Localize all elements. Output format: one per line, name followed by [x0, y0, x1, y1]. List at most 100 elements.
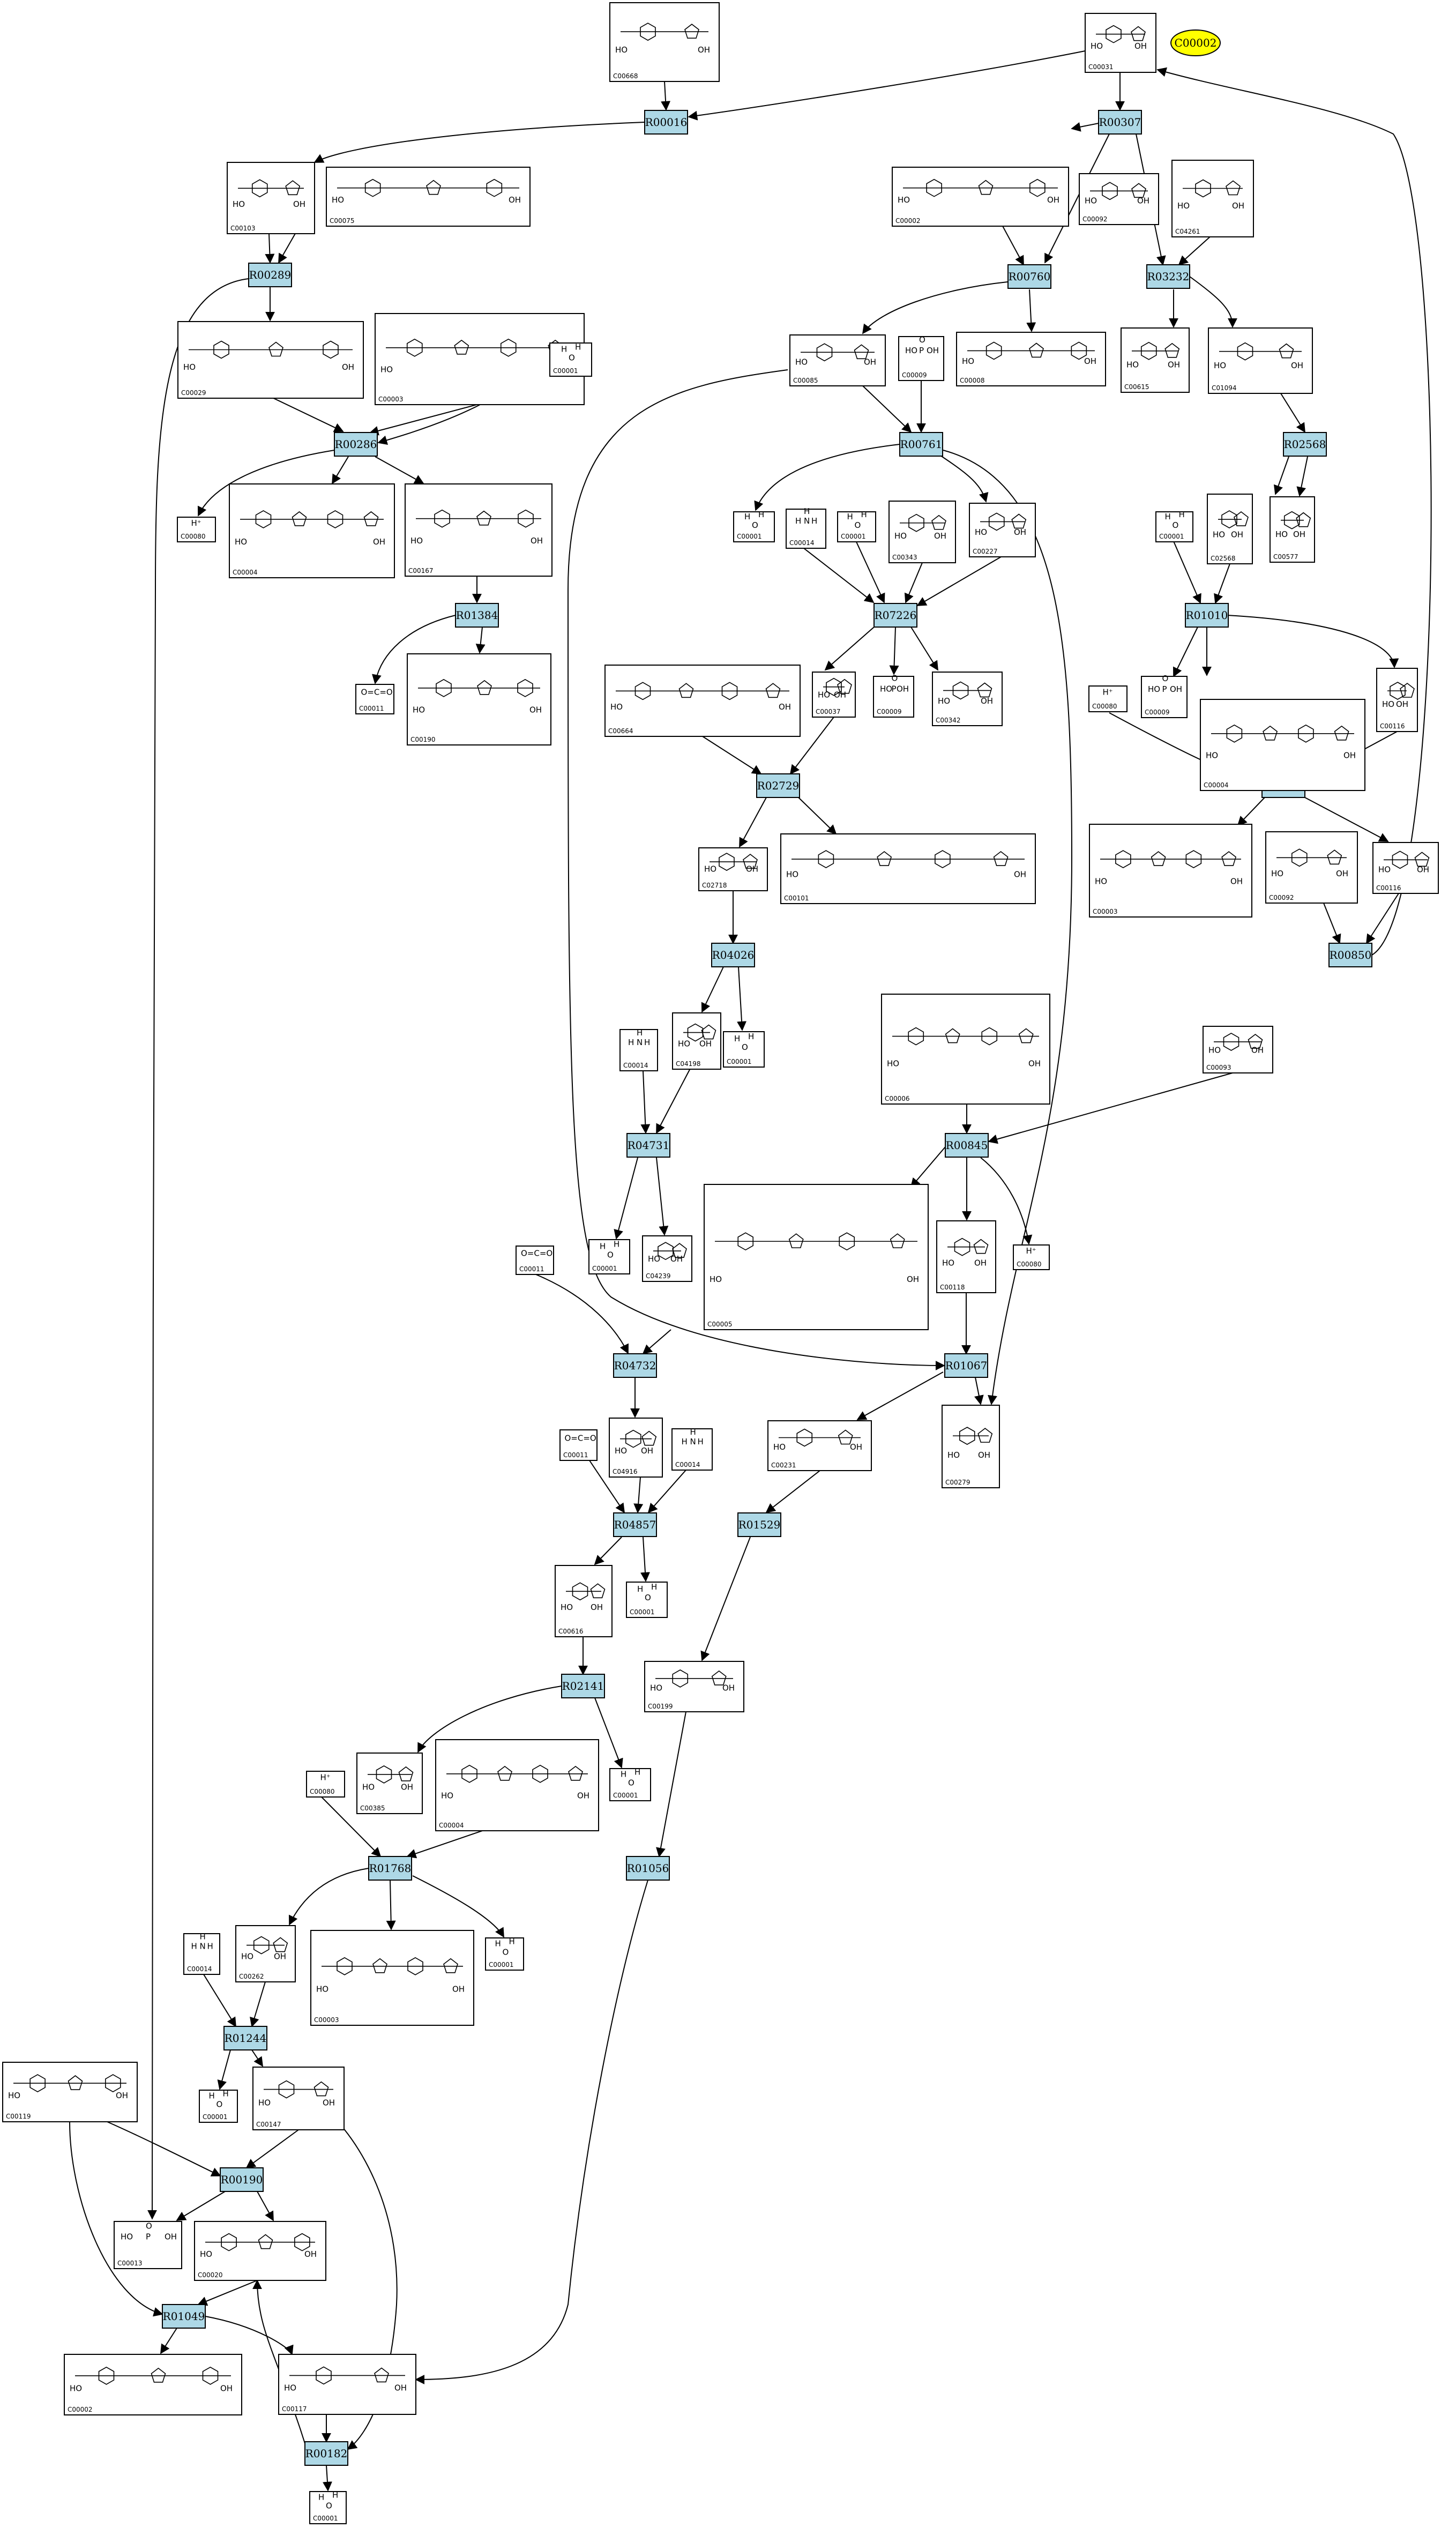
- compound-box[interactable]: [309, 2491, 347, 2524]
- compound-box[interactable]: [932, 672, 1003, 726]
- compound-box[interactable]: [1155, 511, 1193, 542]
- reaction-box[interactable]: [945, 1133, 989, 1158]
- compound-box[interactable]: [199, 2090, 238, 2123]
- compound-box[interactable]: [789, 334, 886, 386]
- compound-box[interactable]: [549, 342, 592, 377]
- compound-box[interactable]: [1088, 685, 1128, 712]
- compound-box[interactable]: [588, 1239, 630, 1274]
- reaction-node[interactable]: R02141: [561, 1674, 605, 1698]
- compound-box[interactable]: [559, 1429, 598, 1461]
- reaction-box[interactable]: [304, 2441, 348, 2466]
- reaction-node[interactable]: R01056: [626, 1856, 670, 1881]
- compound-box[interactable]: [733, 511, 775, 542]
- compound-box[interactable]: [956, 332, 1106, 386]
- compound-node[interactable]: H⁺C00080: [306, 1771, 345, 1798]
- compound-box[interactable]: [1121, 327, 1190, 393]
- reaction-node[interactable]: R04026: [711, 943, 755, 967]
- compound-box[interactable]: [407, 653, 551, 745]
- reaction-node[interactable]: R00182: [304, 2441, 348, 2466]
- reaction-node[interactable]: R03232: [1146, 264, 1190, 289]
- reaction-node[interactable]: R00190: [220, 2167, 264, 2192]
- reaction-node[interactable]: R04732: [613, 1353, 657, 1378]
- reaction-node[interactable]: R02568: [1283, 432, 1327, 457]
- compound-box[interactable]: [227, 162, 315, 234]
- compound-box[interactable]: [485, 1937, 524, 1971]
- compound-box[interactable]: [177, 321, 364, 399]
- compound-box[interactable]: [1085, 13, 1156, 73]
- reaction-node[interactable]: R00286: [334, 432, 378, 457]
- compound-box[interactable]: [1270, 496, 1315, 563]
- reaction-box[interactable]: [944, 1353, 988, 1378]
- compound-box[interactable]: [888, 501, 956, 563]
- reaction-node[interactable]: R04857: [613, 1512, 657, 1537]
- compound-box[interactable]: [516, 1246, 554, 1275]
- compound-box[interactable]: [310, 1930, 474, 2026]
- reaction-node[interactable]: R07226: [873, 603, 917, 628]
- compound-box[interactable]: [229, 483, 395, 578]
- compound-box[interactable]: [326, 167, 531, 227]
- reaction-node[interactable]: R00289: [248, 263, 292, 287]
- reaction-box[interactable]: [1283, 432, 1327, 457]
- reaction-node[interactable]: R00760: [1007, 264, 1051, 289]
- reaction-box[interactable]: [561, 1674, 605, 1698]
- compound-box[interactable]: [671, 1428, 713, 1471]
- reaction-node[interactable]: R01244: [223, 2026, 267, 2050]
- reaction-node[interactable]: R00845: [945, 1133, 989, 1158]
- reaction-box[interactable]: [455, 603, 499, 628]
- reaction-box[interactable]: [756, 773, 800, 798]
- compound-box[interactable]: [837, 511, 876, 542]
- compound-box[interactable]: [194, 2221, 326, 2281]
- compound-box[interactable]: [1141, 676, 1188, 718]
- compound-box[interactable]: [1013, 1244, 1050, 1270]
- compound-box[interactable]: [1171, 160, 1254, 237]
- compound-box[interactable]: [177, 517, 216, 542]
- highlight-ellipse[interactable]: [1170, 29, 1221, 56]
- compound-node[interactable]: H⁺C00080: [1013, 1244, 1050, 1270]
- reaction-node[interactable]: R01768: [368, 1856, 412, 1881]
- compound-box[interactable]: [235, 1925, 296, 1982]
- reaction-box[interactable]: [162, 2304, 206, 2329]
- compound-box[interactable]: [1079, 173, 1159, 225]
- reaction-box[interactable]: [248, 263, 292, 287]
- reaction-box[interactable]: [368, 1856, 412, 1881]
- compound-box[interactable]: [881, 994, 1050, 1105]
- reaction-node[interactable]: R01010: [1185, 603, 1229, 628]
- compound-box[interactable]: [1372, 842, 1439, 894]
- reaction-box[interactable]: [711, 943, 755, 967]
- compound-box[interactable]: [698, 847, 768, 891]
- compound-box[interactable]: [619, 1029, 658, 1071]
- reaction-box[interactable]: [737, 1512, 781, 1537]
